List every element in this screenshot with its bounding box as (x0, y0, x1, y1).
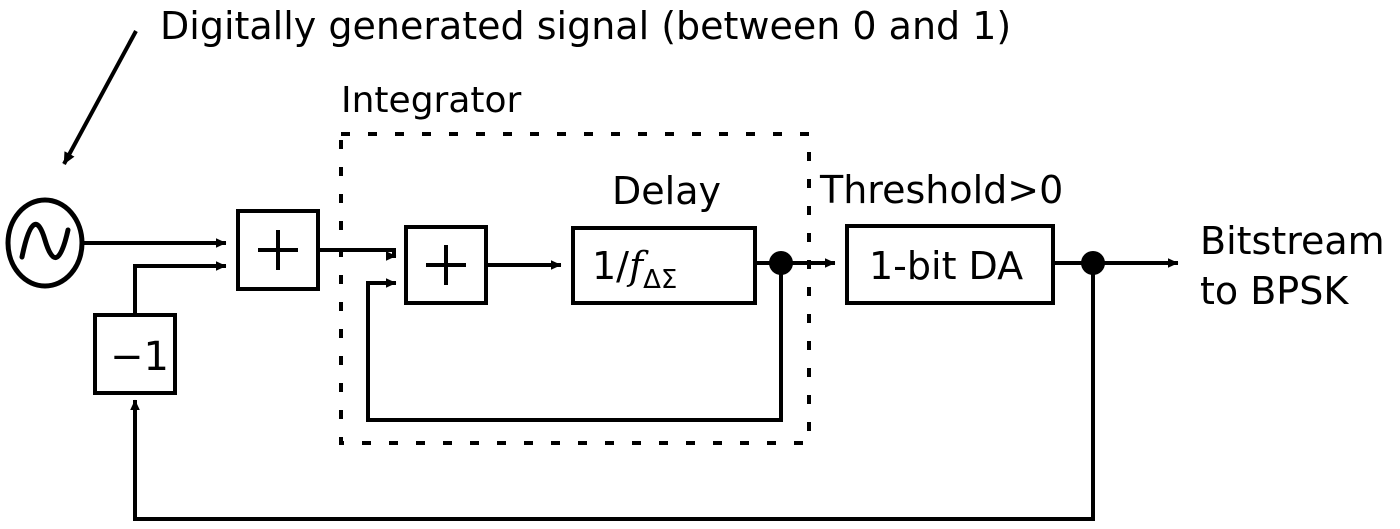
signal-source-block (5, 197, 85, 289)
output-label-line-1: Bitstream (1200, 219, 1385, 263)
delay-numerator: 1/ (592, 244, 629, 288)
gain-box (93, 313, 177, 395)
delay-transfer-function: 1/fΔΣ (592, 244, 677, 295)
caption-pointer-arrow-icon (62, 30, 138, 165)
plus-sign-icon (426, 245, 466, 285)
delay-frequency-subscript: ΔΣ (643, 265, 677, 295)
delay-box (571, 226, 757, 305)
caption-digitally-generated-signal: Digitally generated signal (between 0 an… (160, 4, 1011, 48)
plus-sign-icon (258, 230, 298, 270)
integrator-group-box (339, 132, 811, 445)
wire-integrator-feedback (366, 263, 783, 422)
threshold-label: Threshold>0 (819, 168, 1063, 212)
summer-1-block (236, 209, 320, 291)
delay-label: Delay (612, 169, 721, 213)
gain-label: −1 (110, 334, 169, 380)
summer-2-block (404, 225, 488, 305)
wire-gain-to-summer1 (133, 261, 227, 315)
sine-wave-icon (19, 221, 71, 261)
wire-global-feedback (130, 263, 1095, 521)
quantizer-label: 1-bit DA (869, 244, 1023, 288)
quantizer-box (845, 224, 1055, 305)
integrator-group-label: Integrator (341, 80, 522, 121)
wire-summer1-to-summer2 (318, 248, 397, 261)
output-label-line-2: to BPSK (1200, 269, 1349, 313)
